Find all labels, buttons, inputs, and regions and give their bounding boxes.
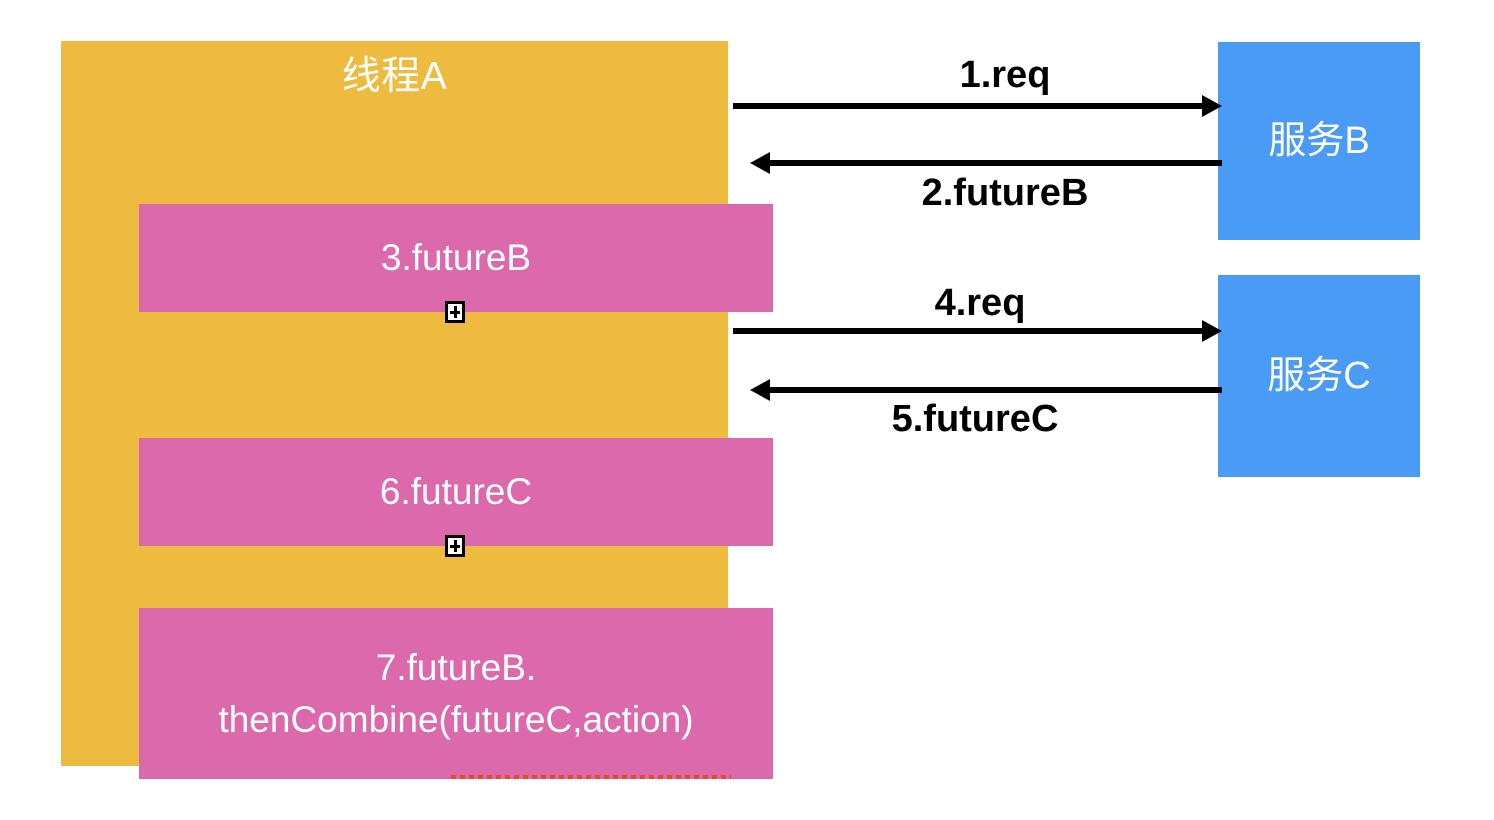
arrow-request-to-service-b — [733, 95, 1222, 117]
service-box-b-label: 服务B — [1268, 120, 1370, 162]
spellcheck-underline — [451, 774, 731, 779]
arrow-shaft — [768, 387, 1222, 393]
service-box-b[interactable]: 服务B — [1218, 42, 1420, 240]
arrow-label-4-req: 4.req — [934, 282, 1026, 324]
arrow-shaft — [733, 328, 1204, 334]
arrow-head-right-icon — [1202, 320, 1222, 342]
task-block-future-c-label: 6.futureC — [379, 471, 533, 512]
thread-a-title: 线程A — [341, 55, 448, 98]
arrow-head-left-icon — [750, 152, 770, 174]
arrow-request-to-service-c — [733, 320, 1222, 342]
plus-icon[interactable] — [445, 301, 465, 323]
arrow-label-5-futurec: 5.futureC — [891, 398, 1059, 440]
then-combine-line-1: 7.futureB. — [375, 646, 537, 688]
task-block-then-combine-label: 7.futureB. thenCombine(futureC,action) — [139, 642, 773, 779]
service-box-c[interactable]: 服务C — [1218, 275, 1420, 477]
plus-icon[interactable] — [445, 535, 465, 557]
task-block-future-c[interactable]: 6.futureC — [139, 438, 773, 546]
then-combine-line-2: thenCombine(futureC,action) — [218, 698, 694, 740]
service-box-c-label: 服务C — [1267, 355, 1371, 397]
task-block-then-combine[interactable]: 7.futureB. thenCombine(futureC,action) — [139, 608, 773, 779]
thread-a-container: 线程A 3.futureB 6.futureC 7.futureB. thenC… — [61, 41, 773, 779]
arrow-head-right-icon — [1202, 95, 1222, 117]
arrow-response-from-service-c — [750, 379, 1222, 401]
arrow-shaft — [733, 103, 1204, 109]
arrow-label-2-futureb: 2.futureB — [921, 172, 1089, 214]
arrow-response-from-service-b — [750, 152, 1222, 174]
arrow-shaft — [768, 160, 1222, 166]
arrow-head-left-icon — [750, 379, 770, 401]
task-block-future-b-label: 3.futureB — [380, 237, 532, 278]
task-block-future-b[interactable]: 3.futureB — [139, 204, 773, 312]
arrow-label-1-req: 1.req — [959, 54, 1051, 96]
